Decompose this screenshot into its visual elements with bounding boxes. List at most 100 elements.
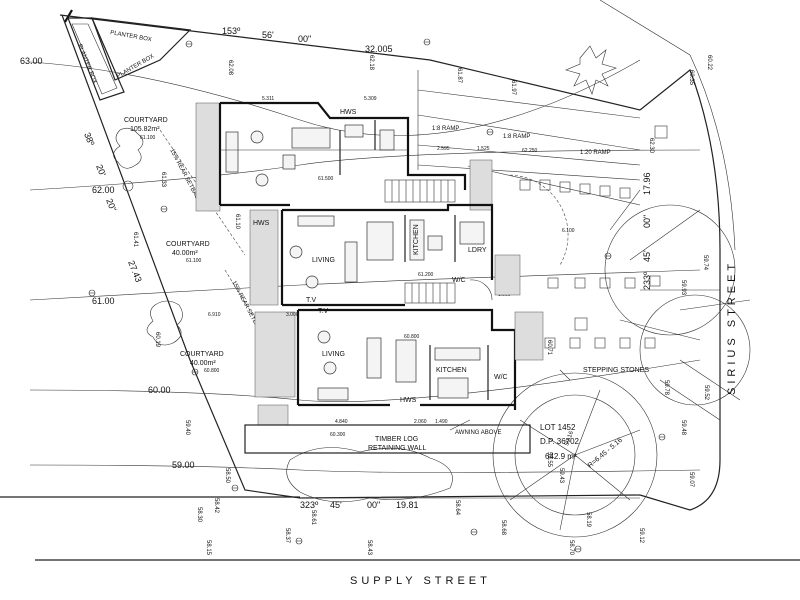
ramps: 1:8 RAMP 1:8 RAMP 1:20 RAMP 2.595 1.525 … [417,70,641,266]
dimension-label: 6.910 [208,312,221,318]
retaining-wall: TIMBER LOG RETAINING WALL 60.300 AWNING … [244,419,531,454]
bearing-minutes: 45' [642,250,652,262]
room-label-wc: W/C [452,277,466,284]
spot-level: 59.52 [703,385,709,401]
curve-radius: R=6.45 - 5.16 [587,437,624,470]
spot-level: 61.500 [318,176,334,182]
dimension-label: 6.100 [562,228,575,234]
spot-level: 60.800 [204,368,220,374]
ramp-label: 1:20 RAMP [580,150,611,156]
room-label-kitchen: KITCHEN [436,367,467,374]
spot-level: 62.250 [522,148,538,154]
spot-level: 61.10 [234,214,240,230]
spot-level: 60.22 [706,55,712,71]
spot-level: 58.64 [454,500,460,516]
bearing-seconds: 00" [642,215,652,228]
spot-level: 60.19 [154,332,160,348]
spot-level: 60.71 [546,340,552,356]
hws-label: HWS [340,109,357,116]
spot-level: 59.07 [688,472,694,488]
spot-level: 59.43 [558,468,564,484]
awning-label: AWNING ABOVE [455,430,501,436]
courtyard-label: COURTYARD [166,241,210,248]
dimension-label: 2.595 [437,146,450,152]
room-label-living: LIVING [322,351,345,358]
lot-boundary [0,0,800,561]
spot-level: 61.200 [418,272,434,278]
bearing-seconds: 00" [367,500,380,510]
spot-level: 59.40 [184,420,190,436]
planter-box-label: PLANTER BOX [110,30,152,43]
bearing-seconds: 00" [298,34,311,44]
street-labels: SUPPLY STREET SIRIUS STREET [350,260,738,587]
dimension-label: 3.000 [286,312,299,318]
contour-label: 61.00 [92,296,115,306]
spot-level: 58.50 [224,468,230,484]
retaining-wall-label: RETAINING WALL [368,445,426,452]
stepping-stones: STEPPING STONES [519,125,668,381]
spot-level: 61.41 [132,232,138,248]
courtyard-label: COURTYARD [180,351,224,358]
spot-level: 58.43 [366,540,372,556]
spot-level: 59.78 [663,380,669,396]
bearing-minutes: 45' [330,500,342,510]
bearing-minutes: 20' [94,163,108,178]
dimension-label: 2.060 [414,419,427,425]
dimension-label: 1.525 [477,146,490,152]
hws-label: HWS [400,397,417,404]
bearing-degrees: 38º [82,131,97,148]
spot-level: 58.68 [500,520,506,536]
contour-label: 62.00 [92,185,115,195]
spot-level: 61.100 [186,258,202,264]
contour-label: 63.00 [20,56,43,66]
stepping-stones-label: STEPPING STONES [583,367,649,374]
contour-label: 59.00 [172,460,195,470]
spot-level: 60.35 [688,70,694,86]
courtyard-label: COURTYARD [124,117,168,124]
middle-unit: HWS LIVING KITCHEN LDRY W/C T.V 61.200 6… [249,203,575,307]
spot-level: 59.12 [638,528,644,544]
spot-level: 62.18 [368,55,374,71]
spot-level: 61.97 [510,80,516,96]
courtyard-area: 105.82m² [130,126,160,133]
street-name-supply: SUPPLY STREET [350,575,491,587]
spot-level: 58.70 [568,540,574,556]
courtyard-area: 40.00m² [190,360,216,367]
dimension-label: 5.309 [364,96,377,102]
lot-number: LOT 1452 [540,423,576,432]
room-label-kitchen: KITCHEN [413,224,420,255]
spot-level: 61.87 [456,68,462,84]
bearing-distance: 27.43 [126,259,144,284]
spot-level: 58.30 [196,507,202,523]
spot-level: 59.55 [546,452,552,468]
planter-box-label: PLANTER BOX [76,44,97,85]
room-label-laundry: LDRY [468,247,487,254]
spot-level: 61.100 [140,135,156,141]
stairs [404,282,456,304]
ramp-label: 1:8 RAMP [503,134,530,140]
room-label-living: LIVING [312,257,335,264]
spot-level: 62.30 [648,138,654,154]
spot-level: 58.61 [310,510,316,526]
upper-unit: HWS 5.311 5.309 61.500 [195,96,493,212]
spot-levels: 60.35 60.22 59.74 59.93 59.78 59.52 59.4… [132,55,712,556]
bearing-distance: 19.81 [396,500,419,510]
room-label-wc: W/C [494,374,508,381]
spot-level: 59.48 [680,420,686,436]
spot-level: 60.300 [330,432,346,438]
dimension-label: 5.311 [262,96,274,102]
planter-boxes: PLANTER BOX PLANTER BOX PLANTER BOX [67,17,192,101]
spot-level: 58.37 [284,528,290,544]
spot-level: 60.800 [404,334,420,340]
contour-label: 60.00 [148,385,171,395]
tv-label: T.V [306,297,316,304]
bearing-distance: 32.005 [365,44,393,54]
spot-level: 58.19 [585,512,591,528]
spot-level: 59.74 [702,255,708,271]
timber-log-label: TIMBER LOG [375,436,418,443]
dp-number: D.P. 36702 [540,437,580,446]
ramp-label: 1:8 RAMP [432,126,459,132]
spot-level: 58.15 [205,540,211,556]
bearing-degrees: 153º [222,26,241,36]
